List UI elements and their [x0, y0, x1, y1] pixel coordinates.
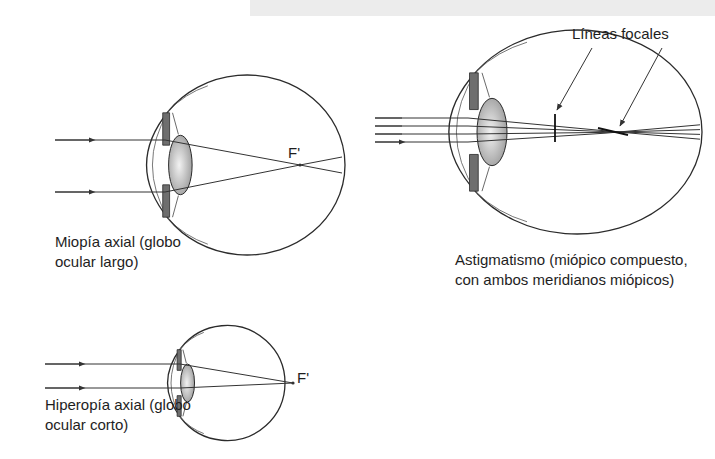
focal-point-label: F'	[288, 143, 300, 163]
hyperopic-eye	[45, 326, 295, 441]
focal-line	[554, 114, 556, 142]
leader-label: Líneas focales	[572, 24, 669, 44]
focal-line	[598, 128, 628, 135]
leader-line	[557, 48, 592, 110]
focal-point-label: F'	[297, 368, 309, 388]
page-shade	[250, 0, 715, 16]
eye-caption: Miopía axial (globo ocular largo)	[55, 232, 183, 271]
myopic-eye	[55, 75, 345, 255]
eye-caption: Hiperopía axial (globo ocular corto)	[45, 395, 223, 434]
astigmatic-eye	[375, 30, 702, 234]
eye-caption: Astigmatismo (miópico compuesto, con amb…	[455, 250, 695, 289]
leader-line	[620, 48, 662, 126]
